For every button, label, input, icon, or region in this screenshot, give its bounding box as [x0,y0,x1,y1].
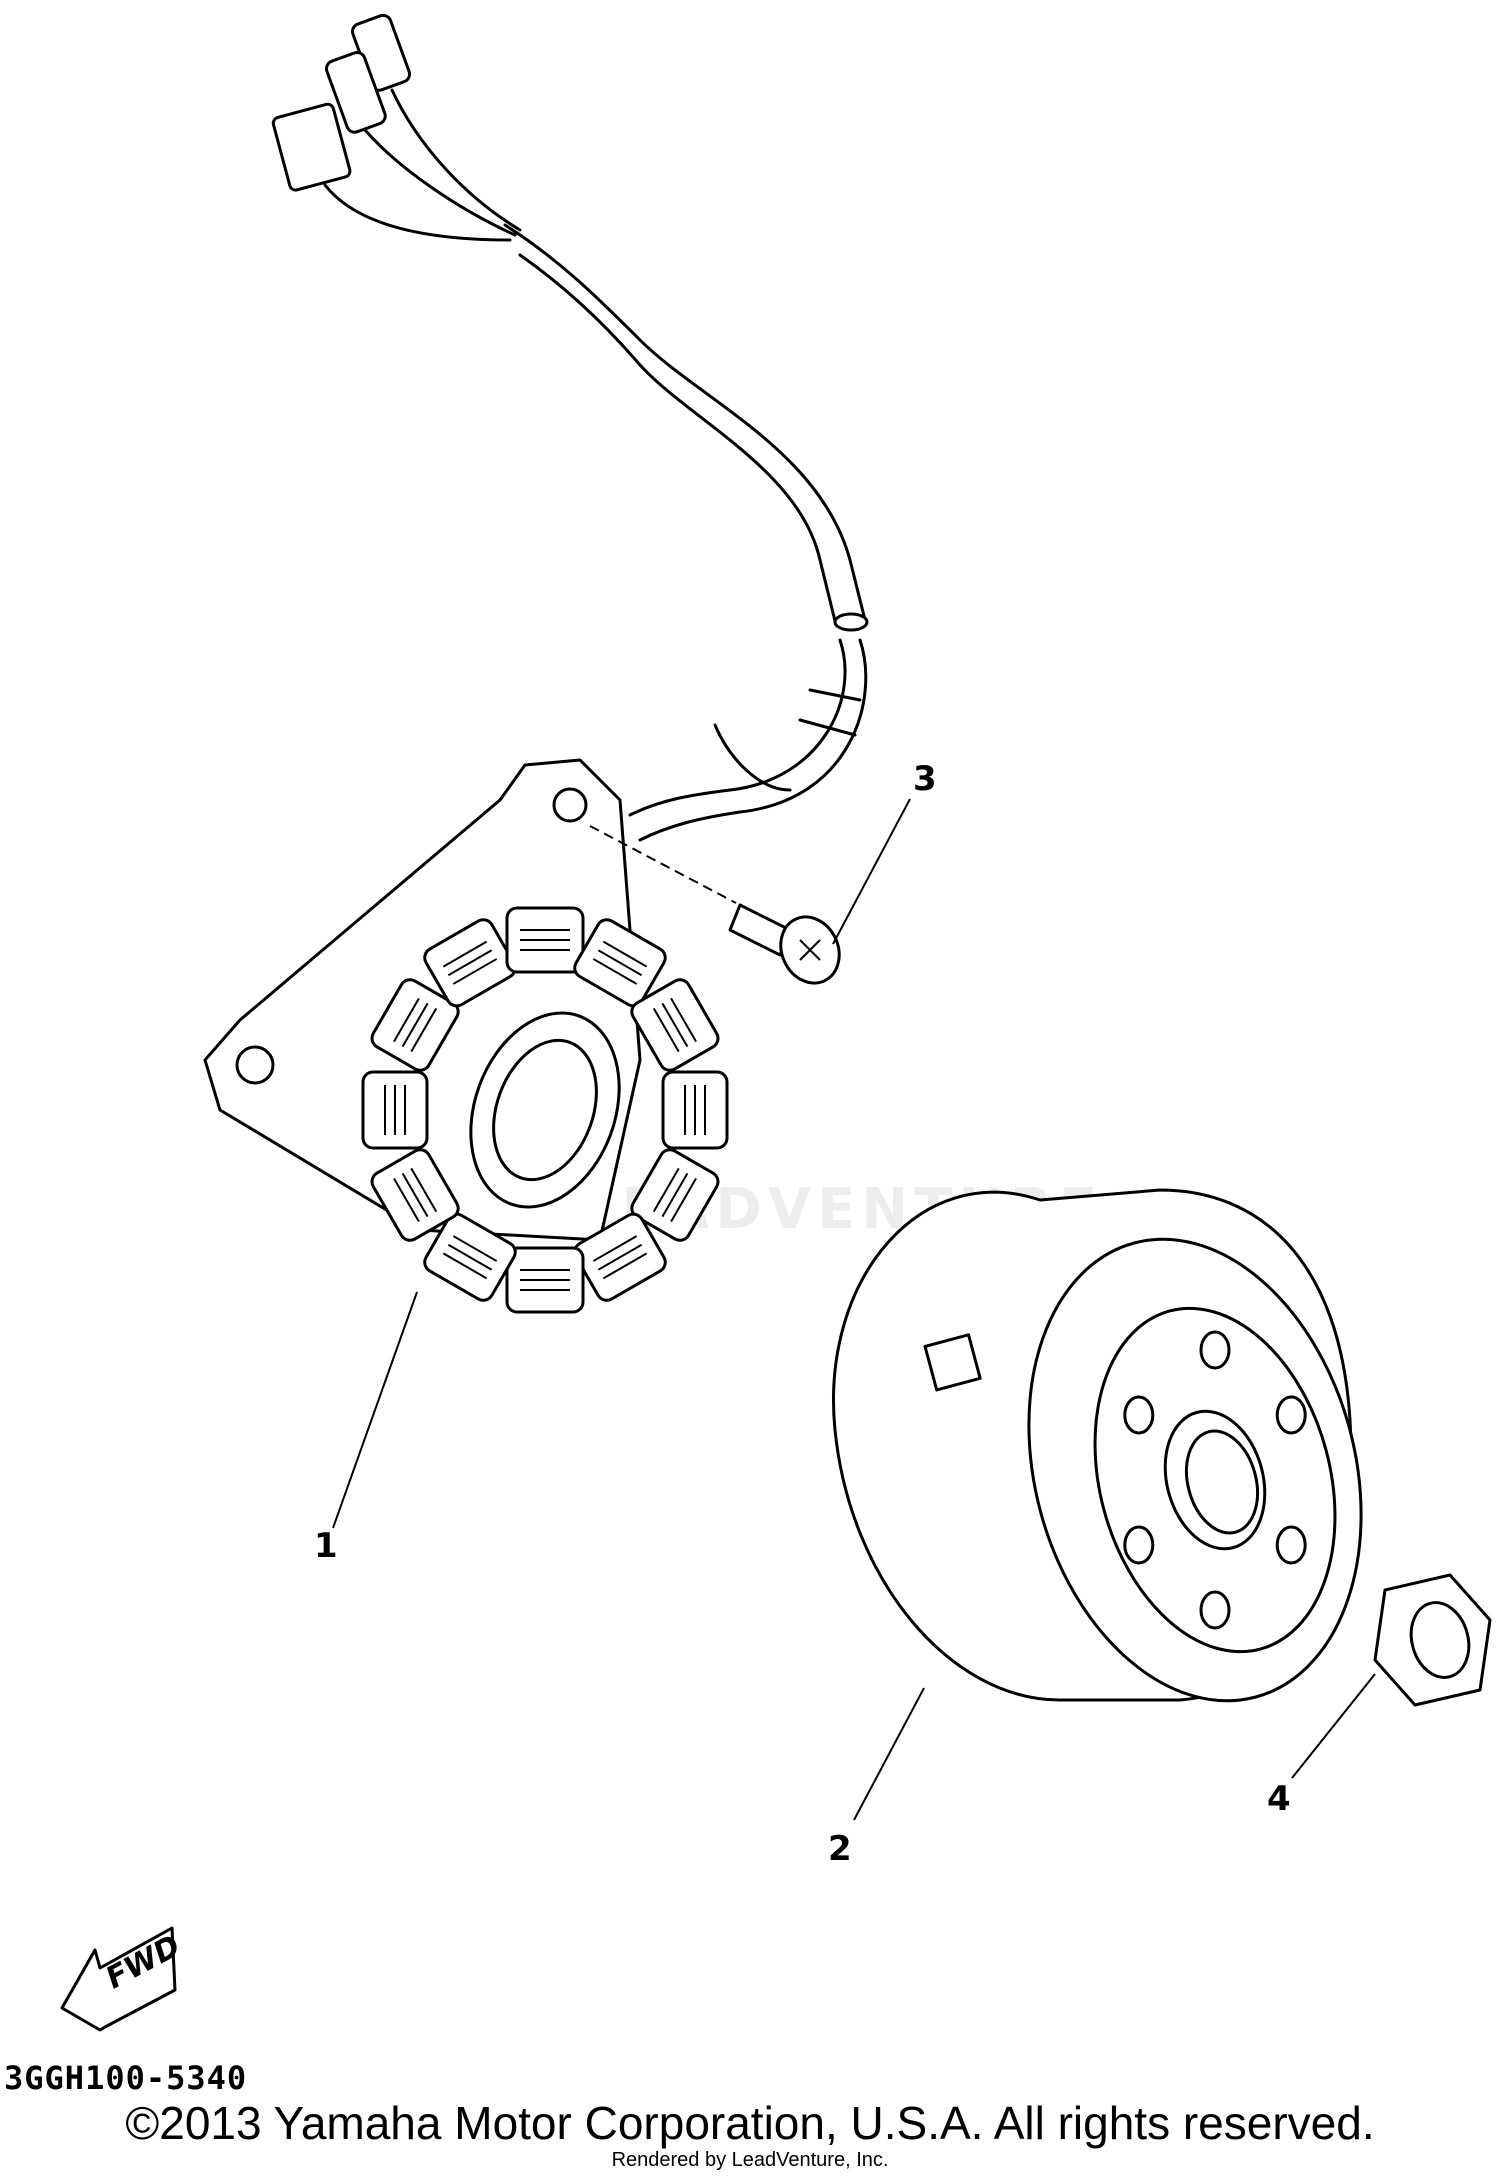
coil-winding [602,1252,648,1280]
rendered-by-notice: Rendered by LeadVenture, Inc. [611,2149,889,2171]
coil-winding [652,1007,680,1053]
flywheel-hole [1123,1525,1155,1565]
flywheel-part [832,1188,1363,1703]
copyright-notice: ©2013 Yamaha Motor Corporation, U.S.A. A… [125,2097,1375,2149]
coil-winding [447,1243,493,1271]
coil-winding [393,1177,420,1223]
coil-winding [442,1252,488,1280]
nut-part [1373,1573,1492,1707]
coil-winding [393,997,420,1043]
coil-winding [670,997,697,1043]
coil-winding [401,1002,429,1048]
coil-winding [447,949,493,977]
stator-assembly [203,758,729,1314]
coil-winding [670,1177,697,1223]
coil-winding [410,1167,438,1213]
coil-winding [452,1235,498,1262]
callout-4[interactable]: 4 [1267,1779,1291,1819]
coil-winding [597,1243,643,1271]
coil-winding [592,958,638,985]
callout-3[interactable]: 3 [913,759,937,799]
flywheel-hole [1199,1590,1231,1630]
leader-lines [332,798,1376,1821]
coil-winding [652,1167,680,1213]
screw-part [589,825,841,985]
flywheel-hole [1275,1525,1307,1565]
coil-winding [661,1002,689,1048]
fwd-arrow-icon [60,1926,177,2032]
diagram-code: 3GGH100-5340 [4,2059,248,2097]
coil-winding [452,958,498,985]
coil-winding [661,1172,689,1218]
wire-harness [271,13,869,842]
coil-winding [597,949,643,977]
coil-winding [602,940,648,968]
coil-winding [401,1172,429,1218]
callout-2[interactable]: 2 [828,1829,852,1869]
coil-winding [592,1235,638,1262]
flywheel-hole [1123,1395,1155,1435]
coil-winding [410,1007,438,1053]
flywheel-hole [1199,1330,1231,1370]
coil-winding [442,940,488,968]
flywheel-hole [1275,1395,1307,1435]
callout-1[interactable]: 1 [314,1526,338,1566]
